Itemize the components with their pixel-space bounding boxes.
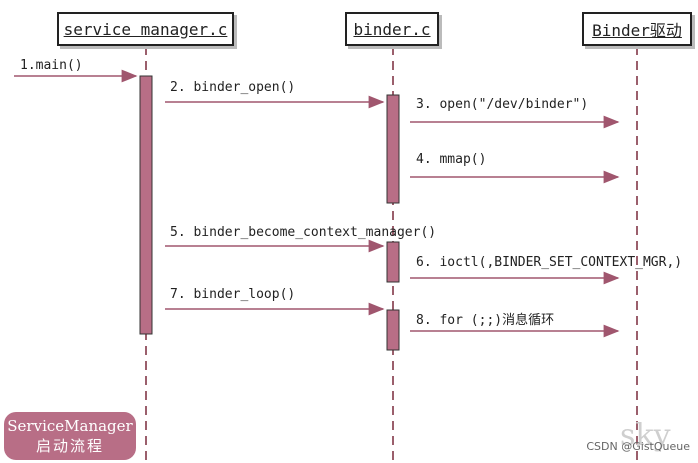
participant-binder-driver: Binder驱动 <box>582 12 692 46</box>
csdn-watermark: CSDN @GistQueue <box>586 440 690 453</box>
message-label-binder-open: 2. binder_open() <box>170 80 296 95</box>
activation-become-context-manager <box>386 241 400 283</box>
message-label-for-loop: 8. for (;;)消息循环 <box>416 313 555 328</box>
faded-watermark: sky <box>620 418 671 453</box>
participant-binder-c: binder.c <box>345 12 439 46</box>
activation-service-manager <box>139 75 153 335</box>
message-label-ioctl: 6. ioctl(,BINDER_SET_CONTEXT_MGR,) <box>416 255 683 270</box>
activation-binder-open <box>386 94 400 204</box>
badge-subtitle: 启动流程 <box>35 437 104 455</box>
activation-binder-loop <box>386 309 400 351</box>
message-label-binder-loop: 7. binder_loop() <box>170 287 296 302</box>
servicemanager-startup-badge: ServiceManager 启动流程 <box>4 412 136 460</box>
message-label-main: 1.main() <box>20 58 83 73</box>
participant-service-manager: service manager.c <box>57 12 234 46</box>
message-label-open-dev-binder: 3. open("/dev/binder") <box>416 97 589 112</box>
badge-title: ServiceManager <box>7 417 133 435</box>
message-label-mmap: 4. mmap() <box>416 152 487 167</box>
message-label-become-context-manager: 5. binder_become_context_manager() <box>170 225 437 240</box>
